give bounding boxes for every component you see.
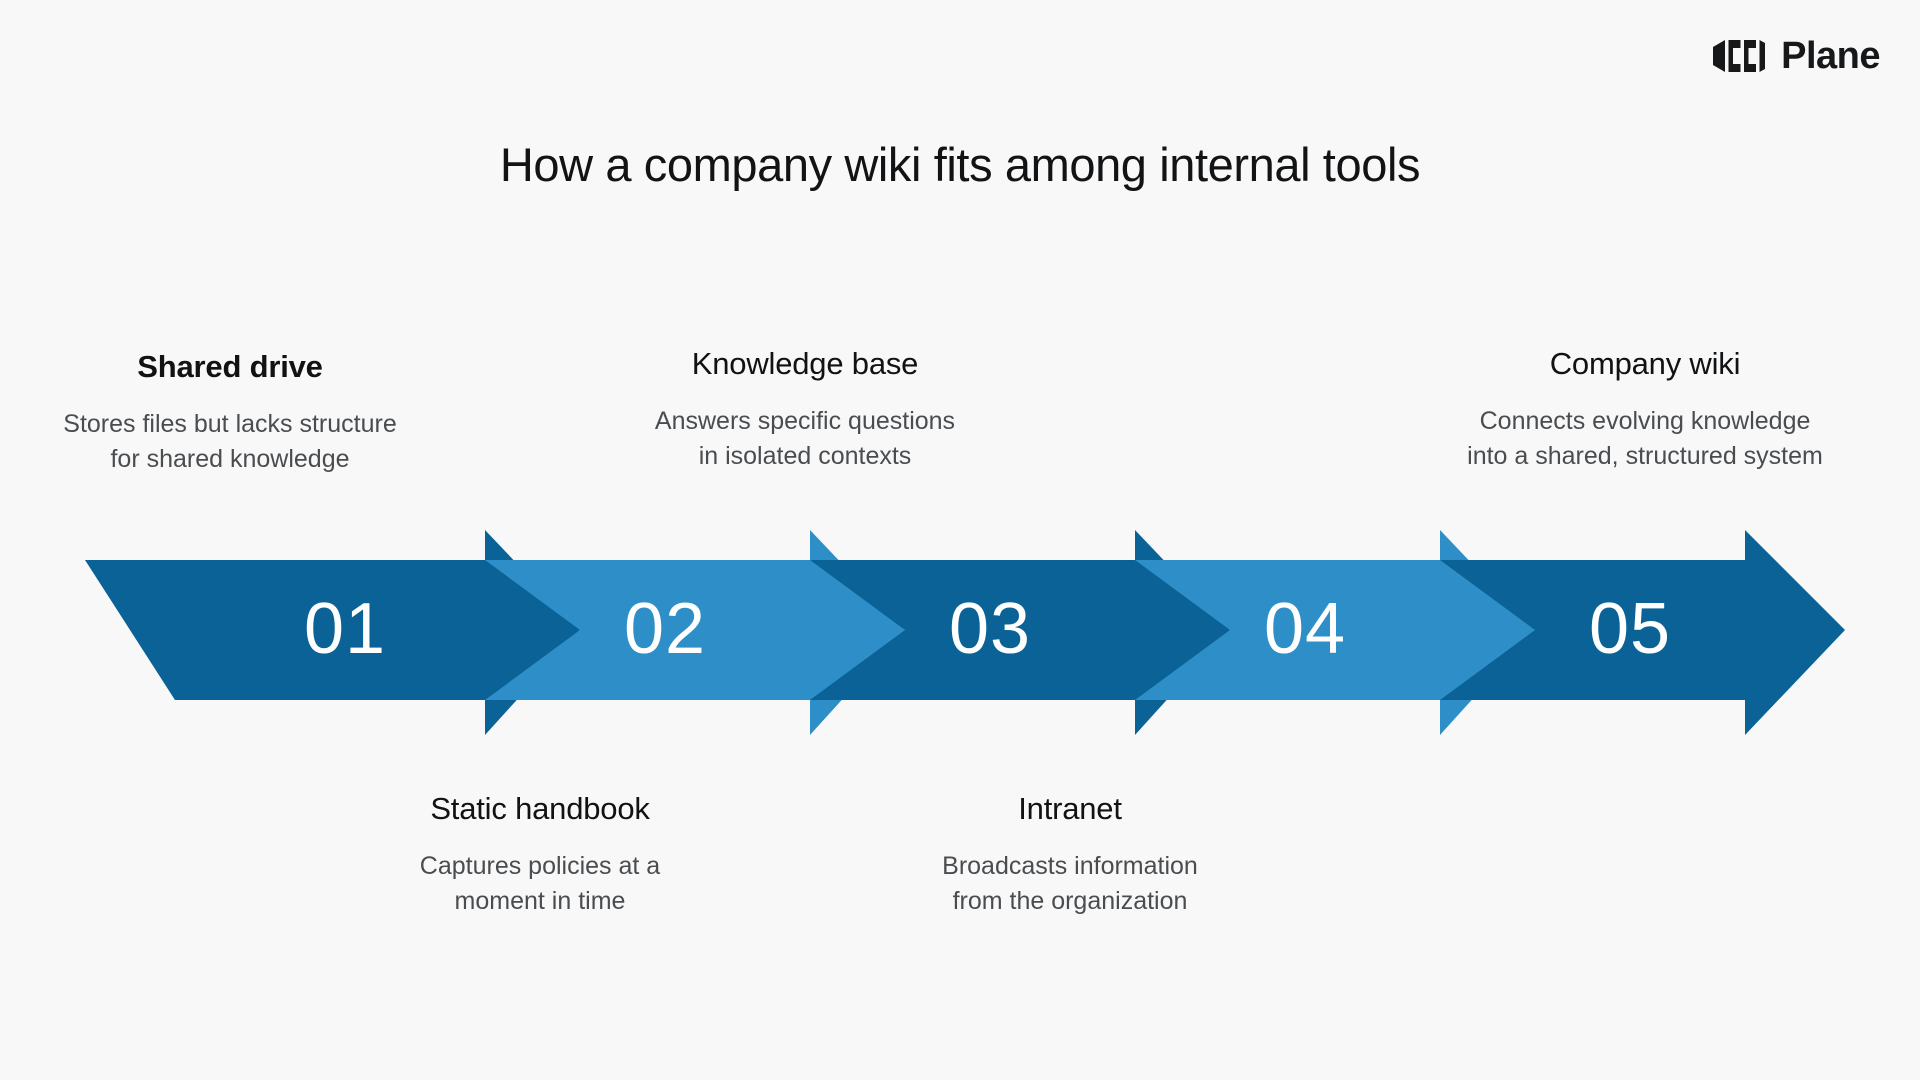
step-title-03: Knowledge base	[691, 346, 919, 381]
step-description-04: Broadcasts information from the organiza…	[850, 849, 1290, 918]
step-description-04-line2: from the organization	[952, 886, 1188, 915]
step-title-05: Company wiki	[1549, 346, 1741, 381]
step-description-01-line1: Stores files but lacks structure	[63, 410, 397, 439]
step-description-05-line2: into a shared, structured system	[1467, 441, 1823, 470]
step-number-04: 04	[1264, 589, 1346, 669]
step-caption-05: Company wiki Connects evolving knowledge…	[1415, 345, 1875, 473]
brand-name: Plane	[1781, 35, 1880, 77]
step-description-03-line1: Answers specific questions	[654, 407, 956, 436]
step-title-01: Shared drive	[137, 349, 323, 384]
step-description-05: Connects evolving knowledge into a share…	[1415, 404, 1875, 473]
page-title: How a company wiki fits among internal t…	[499, 138, 1421, 191]
step-description-02-line1: Captures policies at a	[419, 852, 661, 881]
step-caption-04: Intranet Broadcasts information from the…	[850, 790, 1290, 918]
process-step-04: 04	[1135, 530, 1535, 735]
step-number-05: 05	[1589, 589, 1671, 669]
step-caption-03: Knowledge base Answers specific question…	[585, 345, 1025, 473]
step-caption-02: Static handbook Captures policies at a m…	[320, 790, 760, 918]
step-title-04: Intranet	[1018, 791, 1122, 826]
step-number-03: 03	[949, 589, 1031, 669]
step-caption-01: Shared drive Stores files but lacks stru…	[10, 348, 450, 476]
step-number-01: 01	[304, 589, 386, 669]
step-description-05-line1: Connects evolving knowledge	[1479, 407, 1811, 436]
step-title-02: Static handbook	[430, 791, 650, 826]
process-step-02: 02	[485, 530, 905, 735]
step-description-03-line2: in isolated contexts	[698, 441, 912, 470]
step-description-03: Answers specific questions in isolated c…	[585, 404, 1025, 473]
plane-logo-icon	[1713, 40, 1766, 72]
brand-logo: Plane	[1711, 32, 1880, 80]
step-description-01: Stores files but lacks structure for sha…	[10, 407, 450, 476]
step-description-02: Captures policies at a moment in time	[320, 849, 760, 918]
process-step-05: 05	[1440, 530, 1845, 735]
step-description-04-line1: Broadcasts information	[942, 852, 1198, 881]
step-description-01-line2: for shared knowledge	[110, 444, 350, 473]
step-number-02: 02	[624, 589, 706, 669]
step-description-02-line2: moment in time	[454, 886, 626, 915]
process-step-03: 03	[810, 530, 1230, 735]
process-step-01: 01	[85, 530, 580, 735]
